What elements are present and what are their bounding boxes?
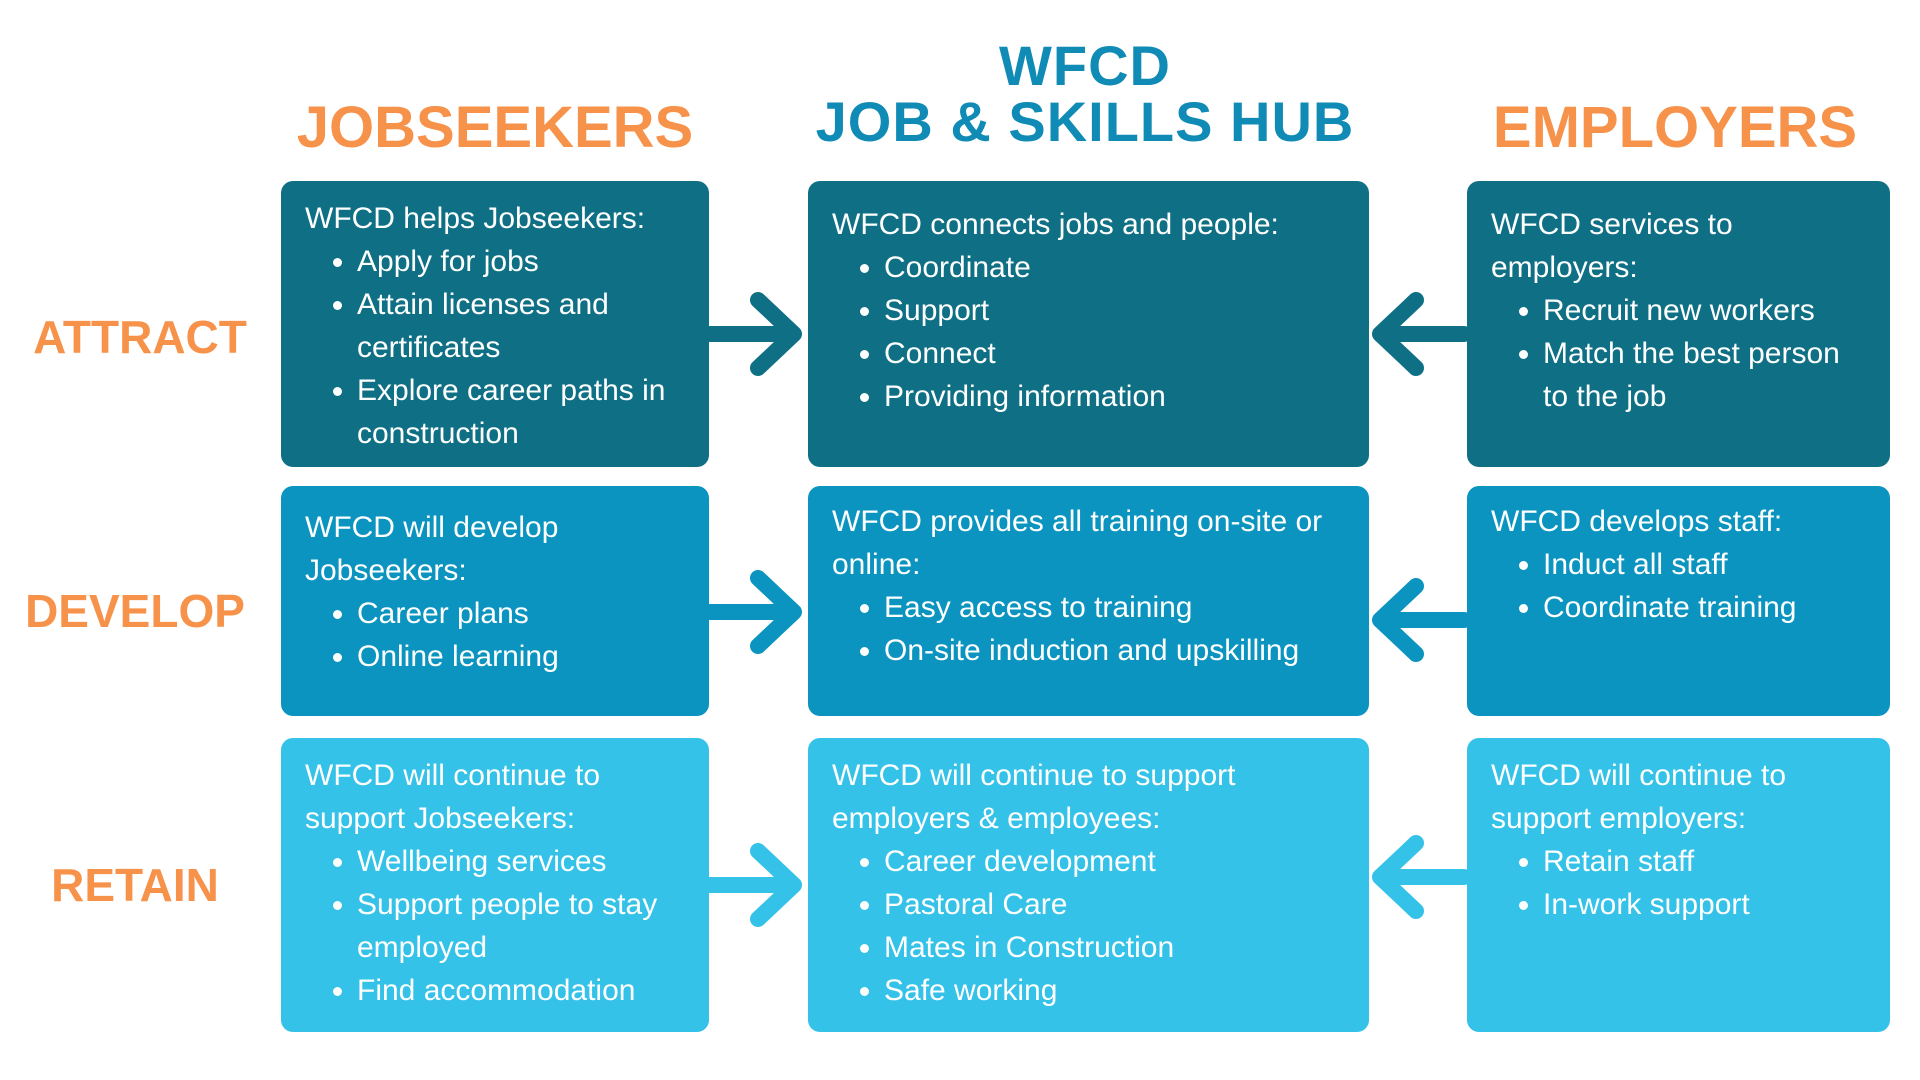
box-list: Induct all staff Coordinate training [1491,543,1868,629]
box-intro: WFCD will develop Jobseekers: [305,511,559,587]
list-item: Career development [884,840,1347,883]
list-item: On-site induction and upskilling [884,629,1347,672]
hub-title: WFCD JOB & SKILLS HUB [775,38,1395,150]
hub-title-line1: WFCD [999,34,1171,97]
list-item: Pastoral Care [884,883,1347,926]
list-item: Match the best person to the job [1543,332,1868,418]
box-list: Apply for jobs Attain licenses and certi… [305,240,687,455]
box-attract-employers: WFCD services to employers: Recruit new … [1467,181,1890,467]
list-item: In-work support [1543,883,1868,926]
box-intro: WFCD develops staff: [1491,505,1783,538]
list-item: Retain staff [1543,840,1868,883]
box-intro: WFCD helps Jobseekers: [305,202,646,235]
box-attract-hub: WFCD connects jobs and people: Coordinat… [808,181,1369,467]
box-develop-employers: WFCD develops staff: Induct all staff Co… [1467,486,1890,716]
list-item: Apply for jobs [357,240,687,283]
list-item: Safe working [884,969,1347,1012]
box-list: Career development Pastoral Care Mates i… [832,840,1347,1012]
box-intro: WFCD will continue to support employers … [832,759,1236,835]
arrow-left-icon [1372,578,1468,662]
box-intro: WFCD connects jobs and people: [832,208,1279,241]
box-retain-employers: WFCD will continue to support employers:… [1467,738,1890,1032]
box-develop-jobseekers: WFCD will develop Jobseekers: Career pla… [281,486,709,716]
box-attract-jobseekers: WFCD helps Jobseekers: Apply for jobs At… [281,181,709,467]
row-label-attract: ATTRACT [33,311,247,363]
list-item: Online learning [357,635,687,678]
arrow-right-icon [706,570,802,654]
arrow-left-icon [1372,835,1468,919]
list-item: Attain licenses and certificates [357,283,687,369]
row-label-develop: DEVELOP [25,585,245,637]
box-develop-hub: WFCD provides all training on-site or on… [808,486,1369,716]
list-item: Providing information [884,375,1347,418]
list-item: Find accommodation [357,969,687,1012]
list-item: Induct all staff [1543,543,1868,586]
box-list: Career plans Online learning [305,592,687,678]
box-intro: WFCD will continue to support Jobseekers… [305,759,601,835]
box-retain-hub: WFCD will continue to support employers … [808,738,1369,1032]
list-item: Mates in Construction [884,926,1347,969]
arrow-right-icon [706,843,802,927]
list-item: Support [884,289,1347,332]
arrow-left-icon [1372,292,1468,376]
column-heading-employers: EMPLOYERS [1492,95,1858,160]
list-item: Connect [884,332,1347,375]
box-retain-jobseekers: WFCD will continue to support Jobseekers… [281,738,709,1032]
list-item: Support people to stay employed [357,883,687,969]
box-intro: WFCD will continue to support employers: [1491,759,1787,835]
list-item: Easy access to training [884,586,1347,629]
box-intro: WFCD provides all training on-site or on… [832,505,1323,581]
arrow-right-icon [706,292,802,376]
list-item: Coordinate [884,246,1347,289]
column-heading-jobseekers: JOBSEEKERS [296,95,694,160]
hub-title-line2: JOB & SKILLS HUB [815,90,1355,153]
box-list: Coordinate Support Connect Providing inf… [832,246,1347,418]
box-list: Recruit new workers Match the best perso… [1491,289,1868,418]
list-item: Wellbeing services [357,840,687,883]
box-list: Wellbeing services Support people to sta… [305,840,687,1012]
list-item: Recruit new workers [1543,289,1868,332]
box-list: Easy access to training On-site inductio… [832,586,1347,672]
list-item: Explore career paths in construction [357,369,687,455]
list-item: Career plans [357,592,687,635]
list-item: Coordinate training [1543,586,1868,629]
box-intro: WFCD services to employers: [1491,208,1733,284]
row-label-retain: RETAIN [51,859,219,911]
box-list: Retain staff In-work support [1491,840,1868,926]
